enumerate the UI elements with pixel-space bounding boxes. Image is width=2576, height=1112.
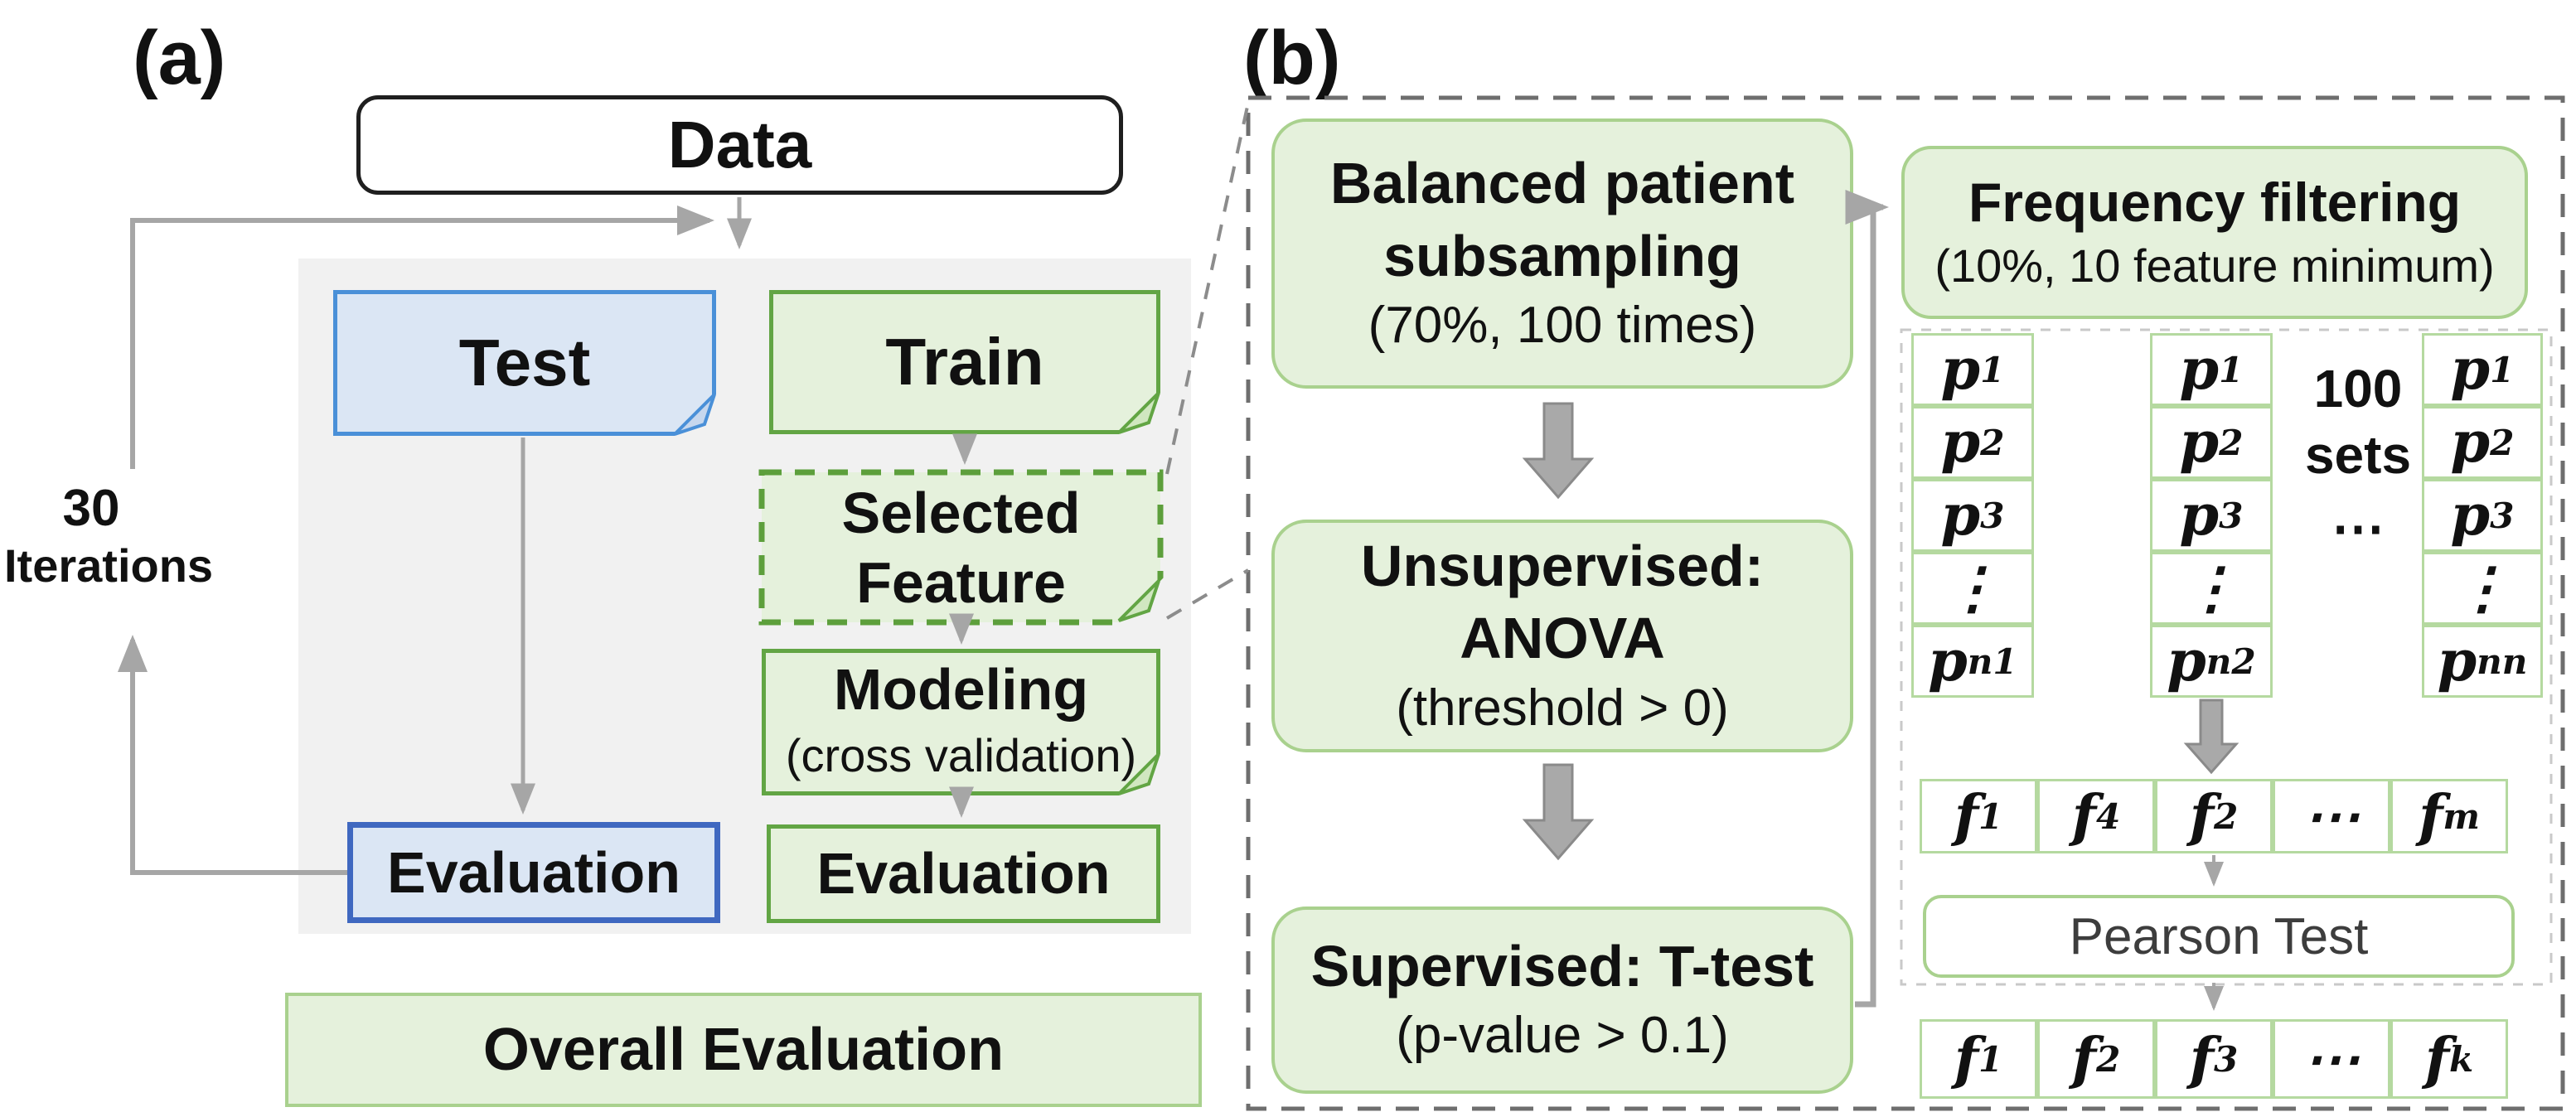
patient-cell-ellipsis: ⋮ xyxy=(1911,552,2034,625)
anova-title-line1: Unsupervised: xyxy=(1360,533,1765,598)
patient-cell-ellipsis: ⋮ xyxy=(2422,552,2543,625)
pearson-test-label: Pearson Test xyxy=(2069,907,2369,965)
evaluation-test-label: Evaluation xyxy=(387,839,680,905)
ttest-subtitle: (p-value > 0.1) xyxy=(1396,1007,1729,1065)
selected-feature-line2: Feature xyxy=(856,549,1066,615)
modeling-title: Modeling xyxy=(833,657,1089,723)
sets-count-label: 100 xyxy=(2313,359,2403,418)
subsampling-subtitle: (70%, 100 times) xyxy=(1368,297,1757,355)
overall-evaluation-label: Overall Evaluation xyxy=(482,1016,1005,1083)
selected-feature-line1: Selected xyxy=(841,480,1081,545)
train-box-label: Train xyxy=(885,325,1044,399)
frequency-filtering-box: Frequency filtering (10%, 10 feature min… xyxy=(1901,146,2528,319)
patient-cell-ellipsis: ⋮ xyxy=(2150,552,2273,625)
train-box: Train xyxy=(769,290,1160,434)
subsampling-title-line1: Balanced patient xyxy=(1329,151,1795,216)
subsampling-box: Balanced patient subsampling (70%, 100 t… xyxy=(1271,118,1853,389)
test-box: Test xyxy=(333,290,716,436)
sets-ellipsis-label: ⋯ xyxy=(2331,498,2385,558)
ttest-to-frequency-arrow xyxy=(1845,190,1889,1008)
overall-evaluation-box: Overall Evaluation xyxy=(285,993,1202,1107)
selected-feature-box: Selected Feature xyxy=(762,472,1160,622)
data-box: Data xyxy=(356,95,1123,195)
evaluation-test-box: Evaluation xyxy=(347,822,720,923)
ttest-title: Supervised: T-test xyxy=(1310,933,1814,998)
panel-b-label: (b) xyxy=(1243,16,1341,100)
frequency-subtitle: (10%, 10 feature minimum) xyxy=(1934,239,2495,293)
test-box-label: Test xyxy=(458,326,591,399)
iterations-count-label: 30 xyxy=(62,480,120,537)
sets-word-label: sets xyxy=(2304,425,2412,485)
subsets-to-features-arrow xyxy=(2183,699,2239,775)
modeling-box: Modeling (cross validation) xyxy=(762,649,1160,795)
anova-title-line2: ANOVA xyxy=(1460,606,1665,671)
anova-subtitle: (threshold > 0) xyxy=(1396,679,1729,737)
anova-to-ttest-arrow xyxy=(1522,763,1595,861)
panel-a-label: (a) xyxy=(133,16,226,100)
modeling-subtitle: (cross validation) xyxy=(785,728,1137,781)
pearson-test-box: Pearson Test xyxy=(1923,895,2515,978)
anova-box: Unsupervised: ANOVA (threshold > 0) xyxy=(1271,520,1853,752)
feature-cell-ellipsis: ⋯ xyxy=(2273,1019,2390,1099)
data-box-label: Data xyxy=(667,108,812,181)
frequency-title: Frequency filtering xyxy=(1968,171,2462,233)
iterations-word-label: Iterations xyxy=(4,539,214,592)
ttest-box: Supervised: T-test (p-value > 0.1) xyxy=(1271,907,1853,1094)
subsampling-title-line2: subsampling xyxy=(1383,223,1741,288)
evaluation-train-box: Evaluation xyxy=(767,824,1160,923)
evaluation-train-label: Evaluation xyxy=(816,841,1111,907)
feature-cell-ellipsis: ⋯ xyxy=(2273,779,2390,853)
subsampling-to-anova-arrow xyxy=(1522,402,1595,500)
